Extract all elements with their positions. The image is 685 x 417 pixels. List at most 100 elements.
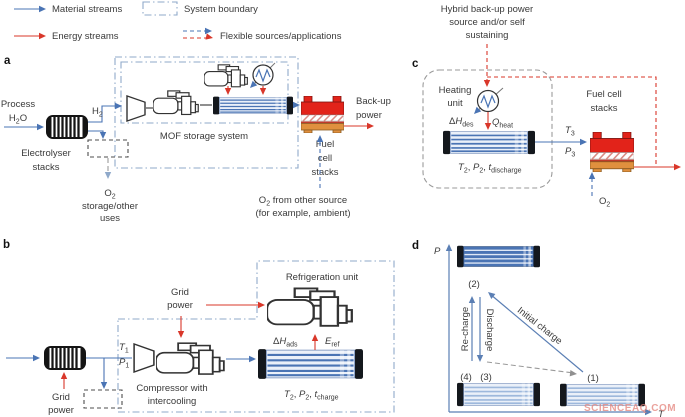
legend-energy-label: Energy streams bbox=[52, 31, 119, 42]
arrowhead bbox=[569, 369, 578, 378]
arrowhead bbox=[588, 172, 596, 179]
fuel-cell-label-a2: cell bbox=[318, 153, 332, 164]
o2-storage-label: O2 bbox=[104, 188, 115, 201]
p1-label: P1 bbox=[119, 357, 129, 370]
fuel-cell-label-a1: Fuel bbox=[316, 139, 334, 150]
process-water-formula: H2O bbox=[9, 113, 27, 126]
heating-unit-label1: Heating bbox=[439, 85, 472, 96]
arrowhead bbox=[293, 101, 300, 109]
warming-dashed-arrow bbox=[486, 361, 575, 374]
heating-unit-boundary bbox=[422, 69, 553, 189]
o2-storage-label2: storage/other bbox=[82, 201, 138, 212]
cooler-icon-a bbox=[247, 62, 276, 91]
storage-tank-a bbox=[213, 96, 293, 115]
h2-stream-a bbox=[88, 105, 118, 123]
arrowhead bbox=[311, 334, 319, 341]
heating-unit-label2: unit bbox=[447, 98, 463, 109]
nozzle-icon-a bbox=[126, 95, 146, 122]
tank-state-c: T2, P2, tdischarge bbox=[458, 162, 522, 175]
grid-power-bottom-label2: power bbox=[48, 405, 74, 416]
e-ref-label: Eref bbox=[325, 336, 340, 349]
state-1-label: (1) bbox=[587, 373, 599, 384]
legend-flexible-label: Flexible sources/applications bbox=[220, 31, 342, 42]
arrowhead bbox=[177, 331, 185, 338]
electrolyser-label-a: Electrolyser bbox=[21, 148, 71, 159]
arrowhead bbox=[33, 354, 40, 362]
compressor-label1: Compressor with bbox=[136, 383, 207, 394]
flexible-box-b bbox=[83, 389, 123, 409]
tank-d-charged bbox=[457, 245, 540, 268]
arrowhead bbox=[104, 172, 112, 179]
hybrid-backup-note: Hybrid back-up power source and/or self … bbox=[441, 4, 657, 164]
o2-other-source-label2: (for example, ambient) bbox=[255, 208, 350, 219]
dh-des-label: ΔHdes bbox=[449, 116, 474, 129]
compressor-icon-a2 bbox=[204, 64, 248, 88]
legend: Material streams Energy streams System b… bbox=[14, 1, 342, 42]
dh-ads-label: ΔHads bbox=[273, 336, 298, 349]
state-3-label: (3) bbox=[480, 372, 492, 383]
grid-power-top-label2: power bbox=[167, 300, 193, 311]
arrowhead bbox=[99, 132, 107, 139]
system-boundary-a bbox=[114, 56, 299, 169]
arrowhead bbox=[37, 123, 44, 131]
mof-inner-boundary bbox=[120, 61, 289, 124]
storage-tank-b bbox=[258, 348, 363, 380]
flexible-box-a bbox=[87, 139, 129, 158]
backup-power-label2: power bbox=[356, 110, 382, 121]
x-axis-label: T bbox=[658, 409, 665, 417]
arrowhead bbox=[39, 5, 46, 13]
fuel-cell-label-c1: Fuel cell bbox=[586, 89, 621, 100]
initial-charge-label: Initial charge bbox=[515, 305, 564, 347]
state-4-label: (4) bbox=[460, 372, 472, 383]
arrowhead bbox=[205, 27, 212, 35]
nozzle-icon-b bbox=[133, 343, 155, 373]
o2-other-source-label: O2 from other source bbox=[259, 195, 347, 208]
hybrid-note-line3: sustaining bbox=[466, 30, 509, 41]
self-sustaining-dashed-line bbox=[487, 76, 657, 164]
p3-label: P3 bbox=[565, 146, 575, 159]
discharge-label: Discharge bbox=[484, 309, 495, 352]
grid-power-bottom-label1: Grid bbox=[52, 392, 70, 403]
arrowhead bbox=[580, 138, 587, 146]
t3-label: T3 bbox=[565, 125, 575, 138]
t1-label: T1 bbox=[119, 342, 129, 355]
hybrid-note-line2: source and/or self bbox=[449, 17, 525, 28]
arrowhead bbox=[367, 122, 374, 130]
fuel-cell-label-c2: stacks bbox=[591, 103, 618, 114]
fuel-cell-icon-c bbox=[590, 132, 634, 172]
arrowhead bbox=[39, 32, 46, 40]
electrolyser-icon-a bbox=[46, 115, 88, 139]
legend-boundary-label: System boundary bbox=[184, 4, 258, 15]
refrigeration-icon bbox=[267, 287, 353, 327]
compressor-label2: intercooling bbox=[148, 396, 197, 407]
panel-d-label: d bbox=[412, 240, 419, 252]
tank-d-discharged-left bbox=[457, 382, 540, 407]
q-heat-label: Qheat bbox=[492, 117, 513, 130]
system-boundary-icon bbox=[142, 1, 178, 16]
hybrid-note-line1: Hybrid back-up power bbox=[441, 4, 533, 15]
panel-a: a Process H2O Electrolyser stacks H2 O2 … bbox=[1, 55, 391, 224]
backup-power-label1: Back-up bbox=[356, 96, 391, 107]
panel-b: b Grid power T1 P1 Compressor with inter… bbox=[3, 239, 395, 416]
panel-c: c Heating unit ΔHdes Qheat T2, P2, tdisc… bbox=[412, 58, 681, 209]
arrowhead bbox=[100, 382, 108, 389]
arrowhead bbox=[205, 33, 214, 42]
refrigeration-label: Refrigeration unit bbox=[286, 272, 359, 283]
tank-state-b: T2, P2, tcharge bbox=[284, 389, 339, 402]
recharge-label: Re-charge bbox=[460, 307, 471, 351]
arrowhead bbox=[476, 355, 484, 362]
arrowhead bbox=[259, 88, 267, 95]
mof-system-label: MOF storage system bbox=[160, 131, 248, 142]
state-2-label: (2) bbox=[468, 279, 480, 290]
y-axis-label: P bbox=[434, 246, 441, 257]
arrowhead bbox=[258, 301, 265, 309]
fuel-cell-label-a3: stacks bbox=[312, 167, 339, 178]
fuel-cell-icon-a bbox=[301, 96, 344, 133]
process-water-label: Process bbox=[1, 99, 36, 110]
arrowhead bbox=[674, 163, 681, 171]
electrolyser-icon-b bbox=[44, 346, 86, 370]
arrowhead bbox=[468, 296, 476, 303]
o2-label-c: O2 bbox=[599, 196, 610, 209]
arrowhead bbox=[224, 88, 232, 95]
